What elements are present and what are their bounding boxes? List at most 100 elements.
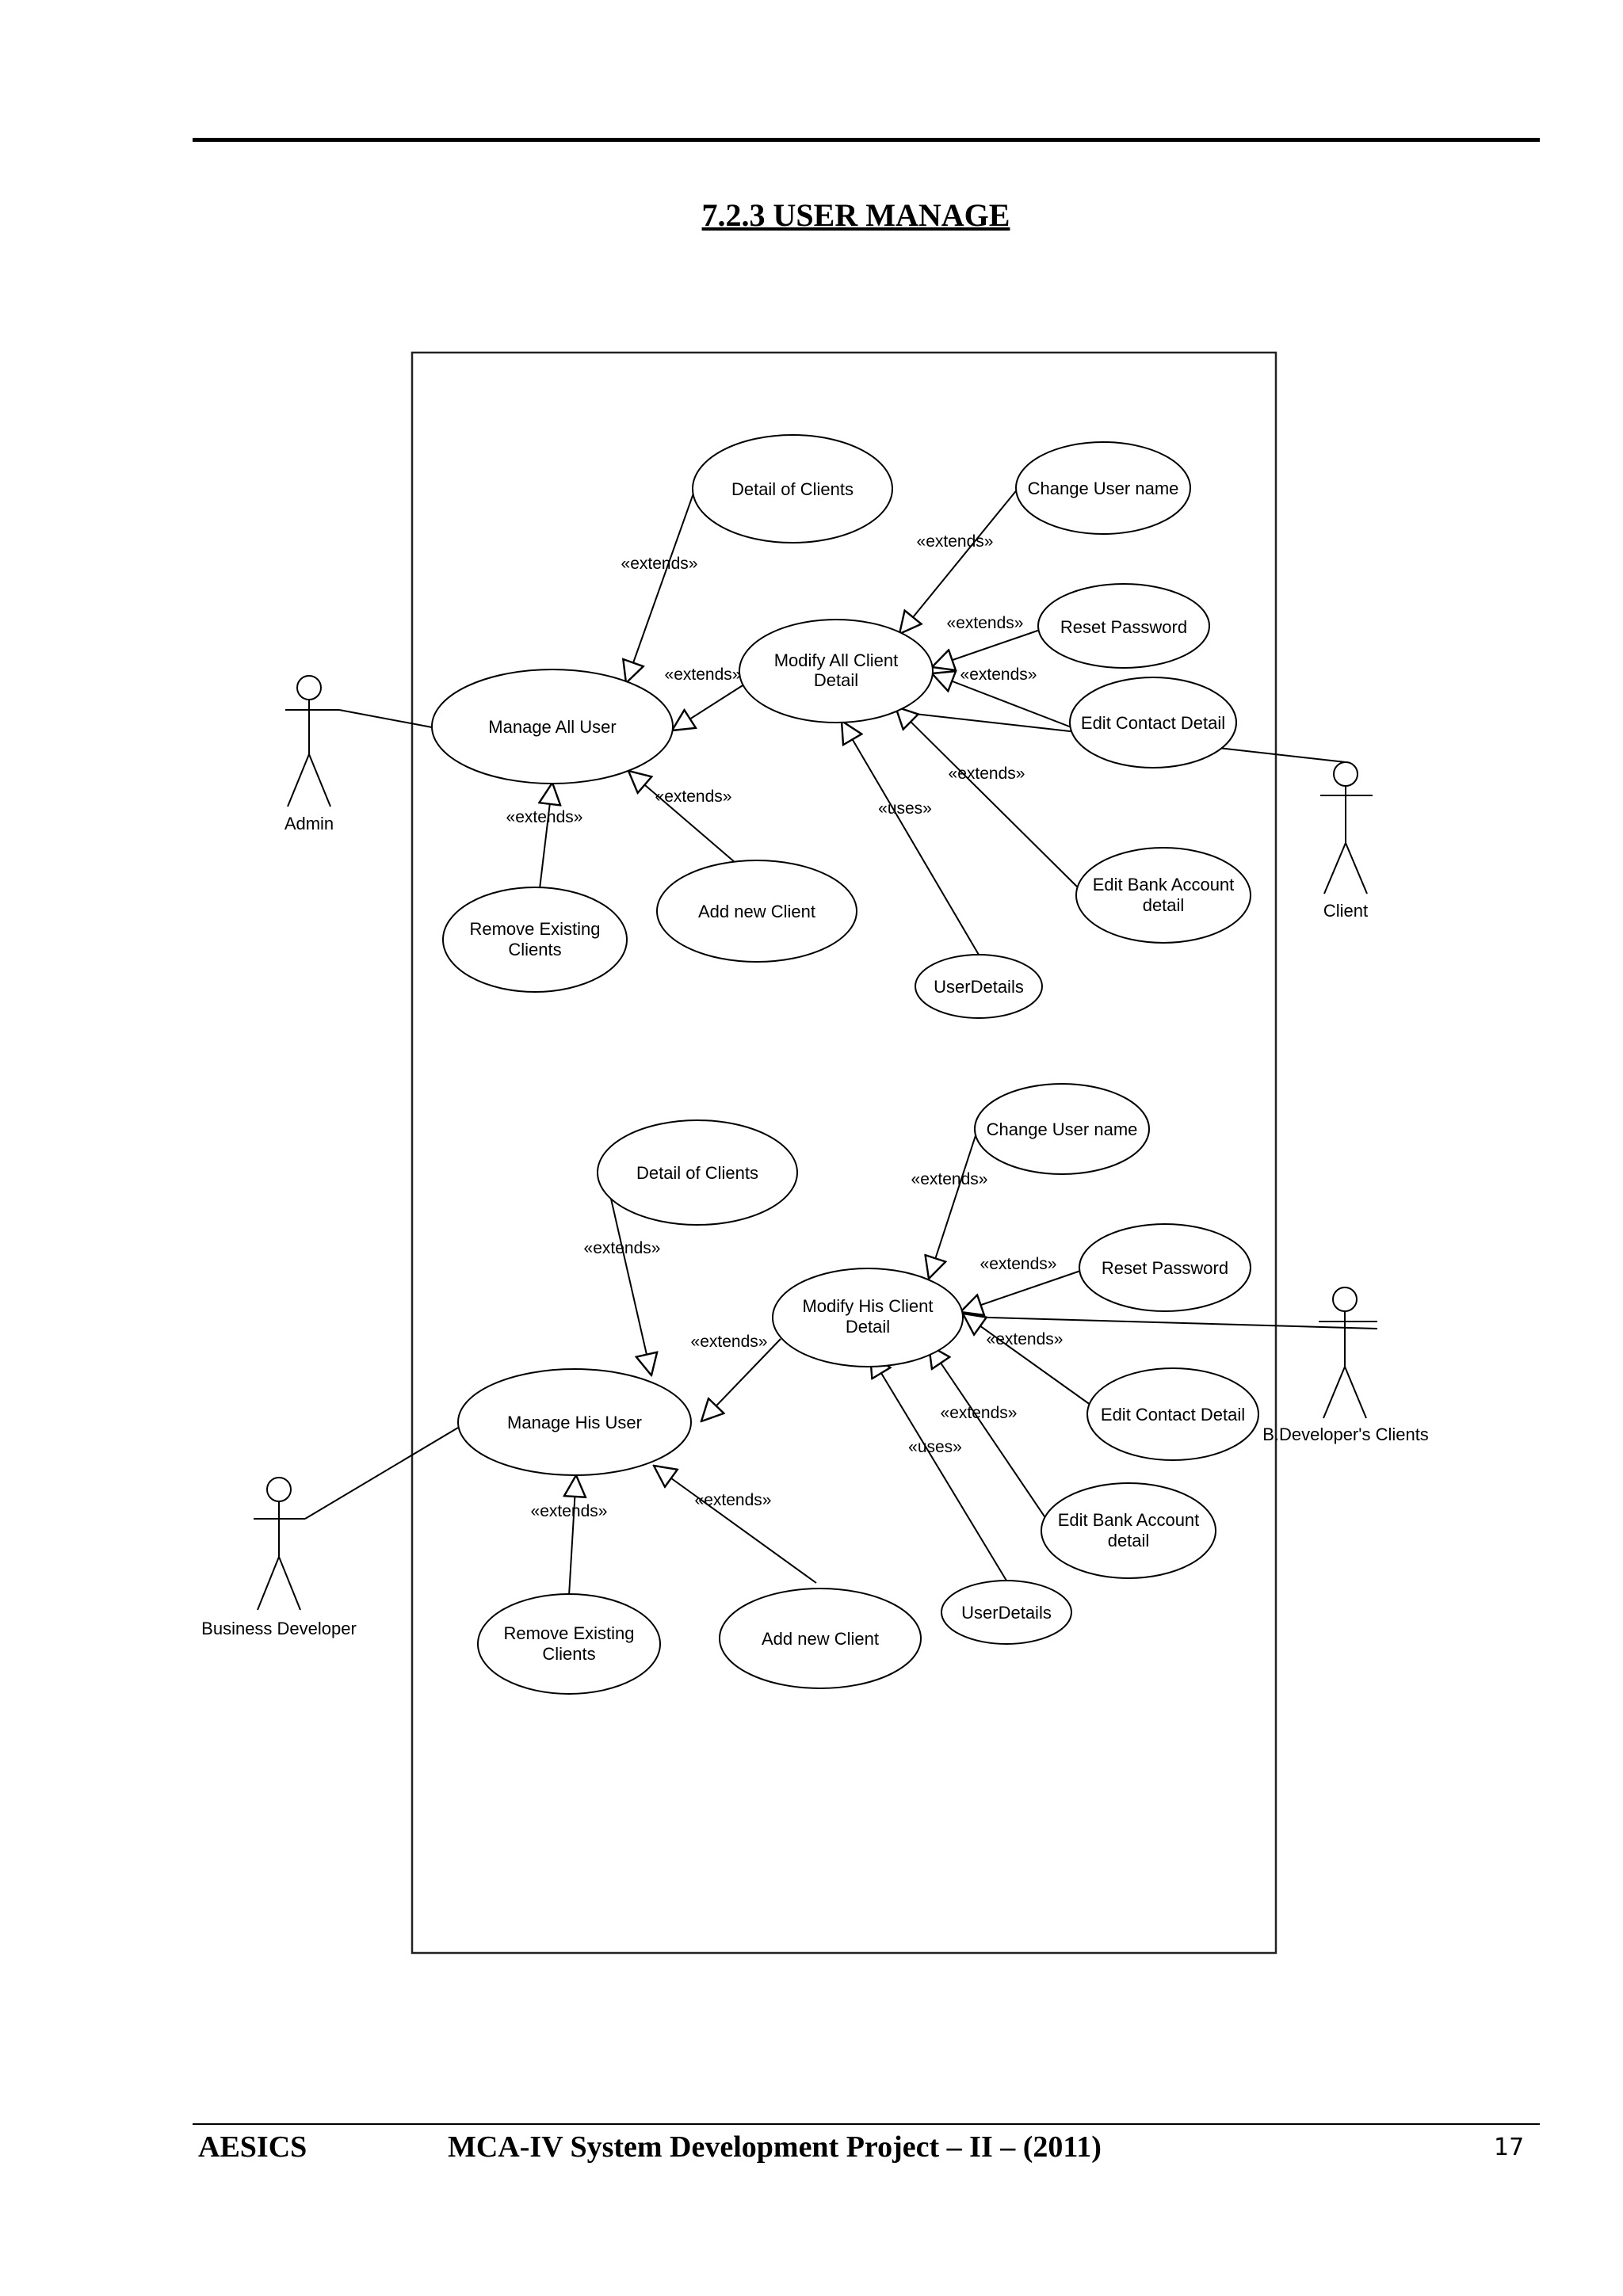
uc-add-new-client-label: Add new Client <box>698 902 815 921</box>
rel-contact2-modify2 <box>963 1314 1094 1408</box>
uc2-user-details-label: UserDetails <box>961 1603 1052 1623</box>
uc-change-user-name <box>1015 441 1191 535</box>
uc2-remove-existing-clients <box>477 1593 661 1695</box>
actor-labels: Admin Client B.Developer's Clients Busin… <box>201 814 1429 1638</box>
actor-client-figure <box>1320 761 1373 894</box>
stereotype-label: «uses» <box>878 799 932 818</box>
uc-manage-all-user <box>431 669 674 784</box>
actor-admin-figure <box>285 675 339 807</box>
uc-change-user-name-label: Change User name <box>1028 479 1179 498</box>
stereotype-label: «extends» <box>941 1404 1018 1422</box>
uc2-modify-his-client-detail <box>772 1268 964 1367</box>
stereotype-label: «extends» <box>987 1330 1064 1348</box>
system-boundary <box>411 351 1277 1955</box>
uc2-change-user-name <box>974 1083 1150 1175</box>
uc2-edit-bank-label-line1: Edit Bank Account <box>1058 1510 1200 1530</box>
rel-detail-manage <box>626 490 695 683</box>
rel-userdetails-modify <box>842 721 980 955</box>
uc2-reset-password <box>1079 1223 1251 1312</box>
actor-bd-clients-label: B.Developer's Clients <box>1262 1425 1429 1444</box>
uc2-add-new-client-label: Add new Client <box>762 1629 879 1649</box>
stereotype-label: «extends» <box>911 1170 988 1188</box>
uc-edit-bank-account <box>1075 847 1251 944</box>
actor-business-developer-label: Business Developer <box>201 1619 357 1638</box>
uc2-edit-contact-detail <box>1086 1367 1259 1461</box>
footer-institute: AESICS <box>198 2130 307 2164</box>
stereotype-label: «extends» <box>691 1333 768 1351</box>
assoc-bdclients-modify <box>962 1316 1378 1329</box>
uc-reset-password <box>1037 583 1210 669</box>
rel-add-manage <box>628 771 742 868</box>
uc-modify-label-line2: Detail <box>814 670 858 690</box>
uc2-manage-his-user <box>457 1368 692 1476</box>
stereotype-label: «extends» <box>665 666 742 684</box>
stereotype-label: «extends» <box>621 555 698 573</box>
footer-rule <box>193 2123 1540 2125</box>
uc2-edit-bank-label-line2: detail <box>1108 1531 1150 1550</box>
uc-edit-bank-label-line1: Edit Bank Account <box>1093 875 1235 894</box>
use-case-labels: Detail of Clients Change User name Reset… <box>469 479 1245 1664</box>
header-rule <box>193 138 1540 142</box>
uc-remove-label-line2: Clients <box>508 940 561 959</box>
uc2-detail-of-clients-label: Detail of Clients <box>636 1163 758 1183</box>
actors <box>254 675 1377 1611</box>
rel-bank-modify <box>896 707 1085 894</box>
rel-modify-manage <box>672 682 747 730</box>
rel-contact-modify <box>932 673 1072 728</box>
uc-remove-existing-clients <box>442 887 628 993</box>
stereotype-label: «extends» <box>949 765 1025 783</box>
uc2-modify-label-line2: Detail <box>846 1317 890 1337</box>
stereotype-label: «extends» <box>960 666 1037 684</box>
uc-detail-of-clients-label: Detail of Clients <box>731 479 854 499</box>
stereotype-label: «extends» <box>947 614 1024 632</box>
uc-reset-password-label: Reset Password <box>1060 617 1187 637</box>
stereotype-label: «extends» <box>917 532 994 551</box>
rel-add2-manage2 <box>654 1466 817 1584</box>
uc2-manage-his-user-label: Manage His User <box>507 1413 642 1432</box>
footer-project-title: MCA-IV System Development Project – II –… <box>448 2130 1102 2164</box>
uc2-change-user-name-label: Change User name <box>987 1119 1138 1139</box>
stereotype-label: «extends» <box>584 1239 661 1257</box>
uc2-remove-label-line2: Clients <box>542 1644 595 1664</box>
stereotype-label: «extends» <box>506 808 583 826</box>
uc-remove-label-line1: Remove Existing <box>469 919 600 939</box>
actor-bd-clients-figure <box>1319 1287 1377 1419</box>
uc-manage-all-user-label: Manage All User <box>488 717 616 737</box>
uc-user-details-label: UserDetails <box>934 977 1024 997</box>
uc2-reset-password-label: Reset Password <box>1102 1258 1228 1278</box>
uc2-edit-contact-label: Edit Contact Detail <box>1101 1405 1245 1425</box>
uc2-user-details <box>941 1580 1072 1645</box>
stereotype-label: «extends» <box>531 1502 608 1520</box>
stereotype-label: «uses» <box>908 1438 962 1456</box>
stereotype-labels: «extends» «extends» «extends» «extends» … <box>506 532 1064 1520</box>
uc-user-details <box>915 954 1043 1019</box>
stereotype-label: «extends» <box>695 1491 772 1509</box>
uc2-add-new-client <box>719 1588 922 1689</box>
uc2-edit-bank-account <box>1041 1482 1216 1579</box>
rel-remove-manage <box>539 783 552 896</box>
section-title: 7.2.3 USER MANAGE <box>701 197 1010 233</box>
uc-add-new-client <box>656 860 857 963</box>
assoc-admin-manage <box>338 709 433 728</box>
uc-modify-all-client-detail <box>739 619 934 723</box>
uc-detail-of-clients <box>692 434 893 543</box>
stereotype-label: «extends» <box>980 1255 1057 1273</box>
actor-business-developer-figure <box>254 1477 305 1611</box>
rel-change-modify <box>899 487 1019 634</box>
use-cases <box>431 434 1259 1695</box>
uc-modify-label-line1: Modify All Client <box>774 650 899 670</box>
rel-bank2-modify2 <box>929 1345 1048 1522</box>
rel-modify2-manage2 <box>701 1338 781 1421</box>
rel-change2-modify2 <box>929 1120 981 1279</box>
relationships <box>304 487 1378 1596</box>
uc2-remove-label-line1: Remove Existing <box>503 1623 634 1643</box>
uc2-detail-of-clients <box>597 1119 798 1226</box>
rel-reset-modify <box>932 627 1045 667</box>
stereotype-label: «extends» <box>655 788 732 806</box>
page-number: 17 <box>1494 2134 1525 2161</box>
uc-edit-contact-detail <box>1069 677 1237 769</box>
rel-userdetails2-modify2 <box>870 1355 1007 1581</box>
rel-remove2-manage2 <box>569 1475 576 1596</box>
actor-client-label: Client <box>1323 901 1368 921</box>
uc2-modify-label-line1: Modify His Client <box>802 1296 933 1316</box>
